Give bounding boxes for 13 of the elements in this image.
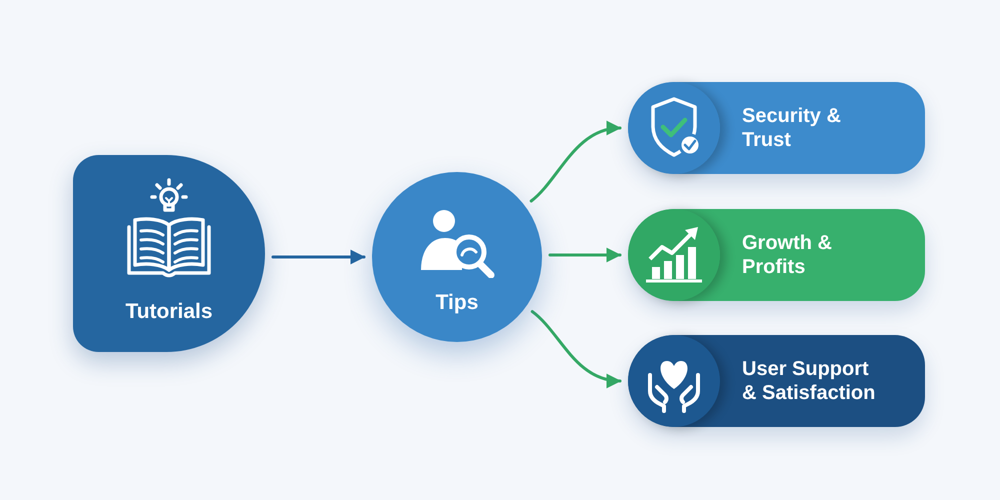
node-label: Growth & Profits	[742, 231, 833, 279]
node-label: Tips	[436, 290, 478, 316]
curved-arrow	[530, 310, 622, 388]
arrow	[272, 250, 366, 264]
rounded-card	[73, 155, 265, 352]
node-label: Tutorials	[125, 299, 213, 325]
curved-arrow	[530, 122, 622, 202]
arrow	[548, 248, 622, 262]
node-label: User Support & Satisfaction	[742, 357, 876, 405]
pill-card	[628, 335, 925, 427]
node-label: Security & Trust	[742, 104, 842, 152]
pill-card	[628, 82, 925, 174]
pill-card	[628, 209, 925, 301]
